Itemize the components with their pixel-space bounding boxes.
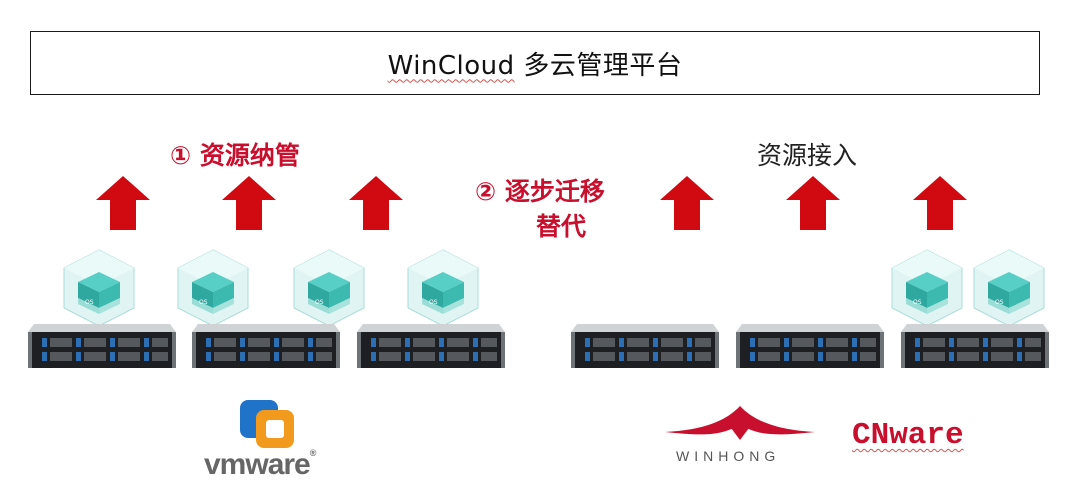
vm-cube-icon: OS bbox=[973, 249, 1045, 327]
up-arrow-icon bbox=[786, 176, 840, 230]
cnware-logo: CNware bbox=[852, 418, 964, 453]
label-replacement: 替代 bbox=[536, 212, 587, 241]
svg-text:OS: OS bbox=[913, 299, 922, 306]
svg-text:OS: OS bbox=[995, 299, 1004, 306]
platform-title: WinCloud 多云管理平台 bbox=[387, 50, 683, 81]
server-icon bbox=[901, 324, 1049, 368]
vmware-wordmark: vmware® bbox=[204, 448, 316, 481]
svg-text:OS: OS bbox=[429, 299, 438, 306]
vm-cube-icon: OS bbox=[407, 249, 479, 327]
vmware-logo-icon bbox=[240, 400, 294, 448]
up-arrow-icon bbox=[913, 176, 967, 230]
winhong-wordmark: WINHONG bbox=[676, 448, 781, 464]
label-resource-access: 资源接入 bbox=[757, 141, 858, 170]
vm-cube-icon: OS bbox=[177, 249, 249, 327]
server-icon bbox=[192, 324, 340, 368]
server-icon bbox=[736, 324, 884, 368]
label-resource-managed: ① 资源纳管 bbox=[170, 141, 300, 170]
server-icon bbox=[28, 324, 176, 368]
label-gradual-migration: ② 逐步迁移 bbox=[475, 177, 605, 206]
platform-title-box: WinCloud 多云管理平台 bbox=[30, 31, 1040, 95]
server-icon bbox=[571, 324, 719, 368]
server-icon bbox=[357, 324, 505, 368]
svg-text:OS: OS bbox=[199, 299, 208, 306]
vm-cube-icon: OS bbox=[293, 249, 365, 327]
vm-cube-icon: OS bbox=[63, 249, 135, 327]
up-arrow-icon bbox=[222, 176, 276, 230]
up-arrow-icon bbox=[349, 176, 403, 230]
vm-cube-icon: OS bbox=[891, 249, 963, 327]
svg-text:OS: OS bbox=[85, 299, 94, 306]
winhong-logo-icon bbox=[665, 406, 815, 440]
up-arrow-icon bbox=[96, 176, 150, 230]
svg-text:OS: OS bbox=[315, 299, 324, 306]
up-arrow-icon bbox=[660, 176, 714, 230]
